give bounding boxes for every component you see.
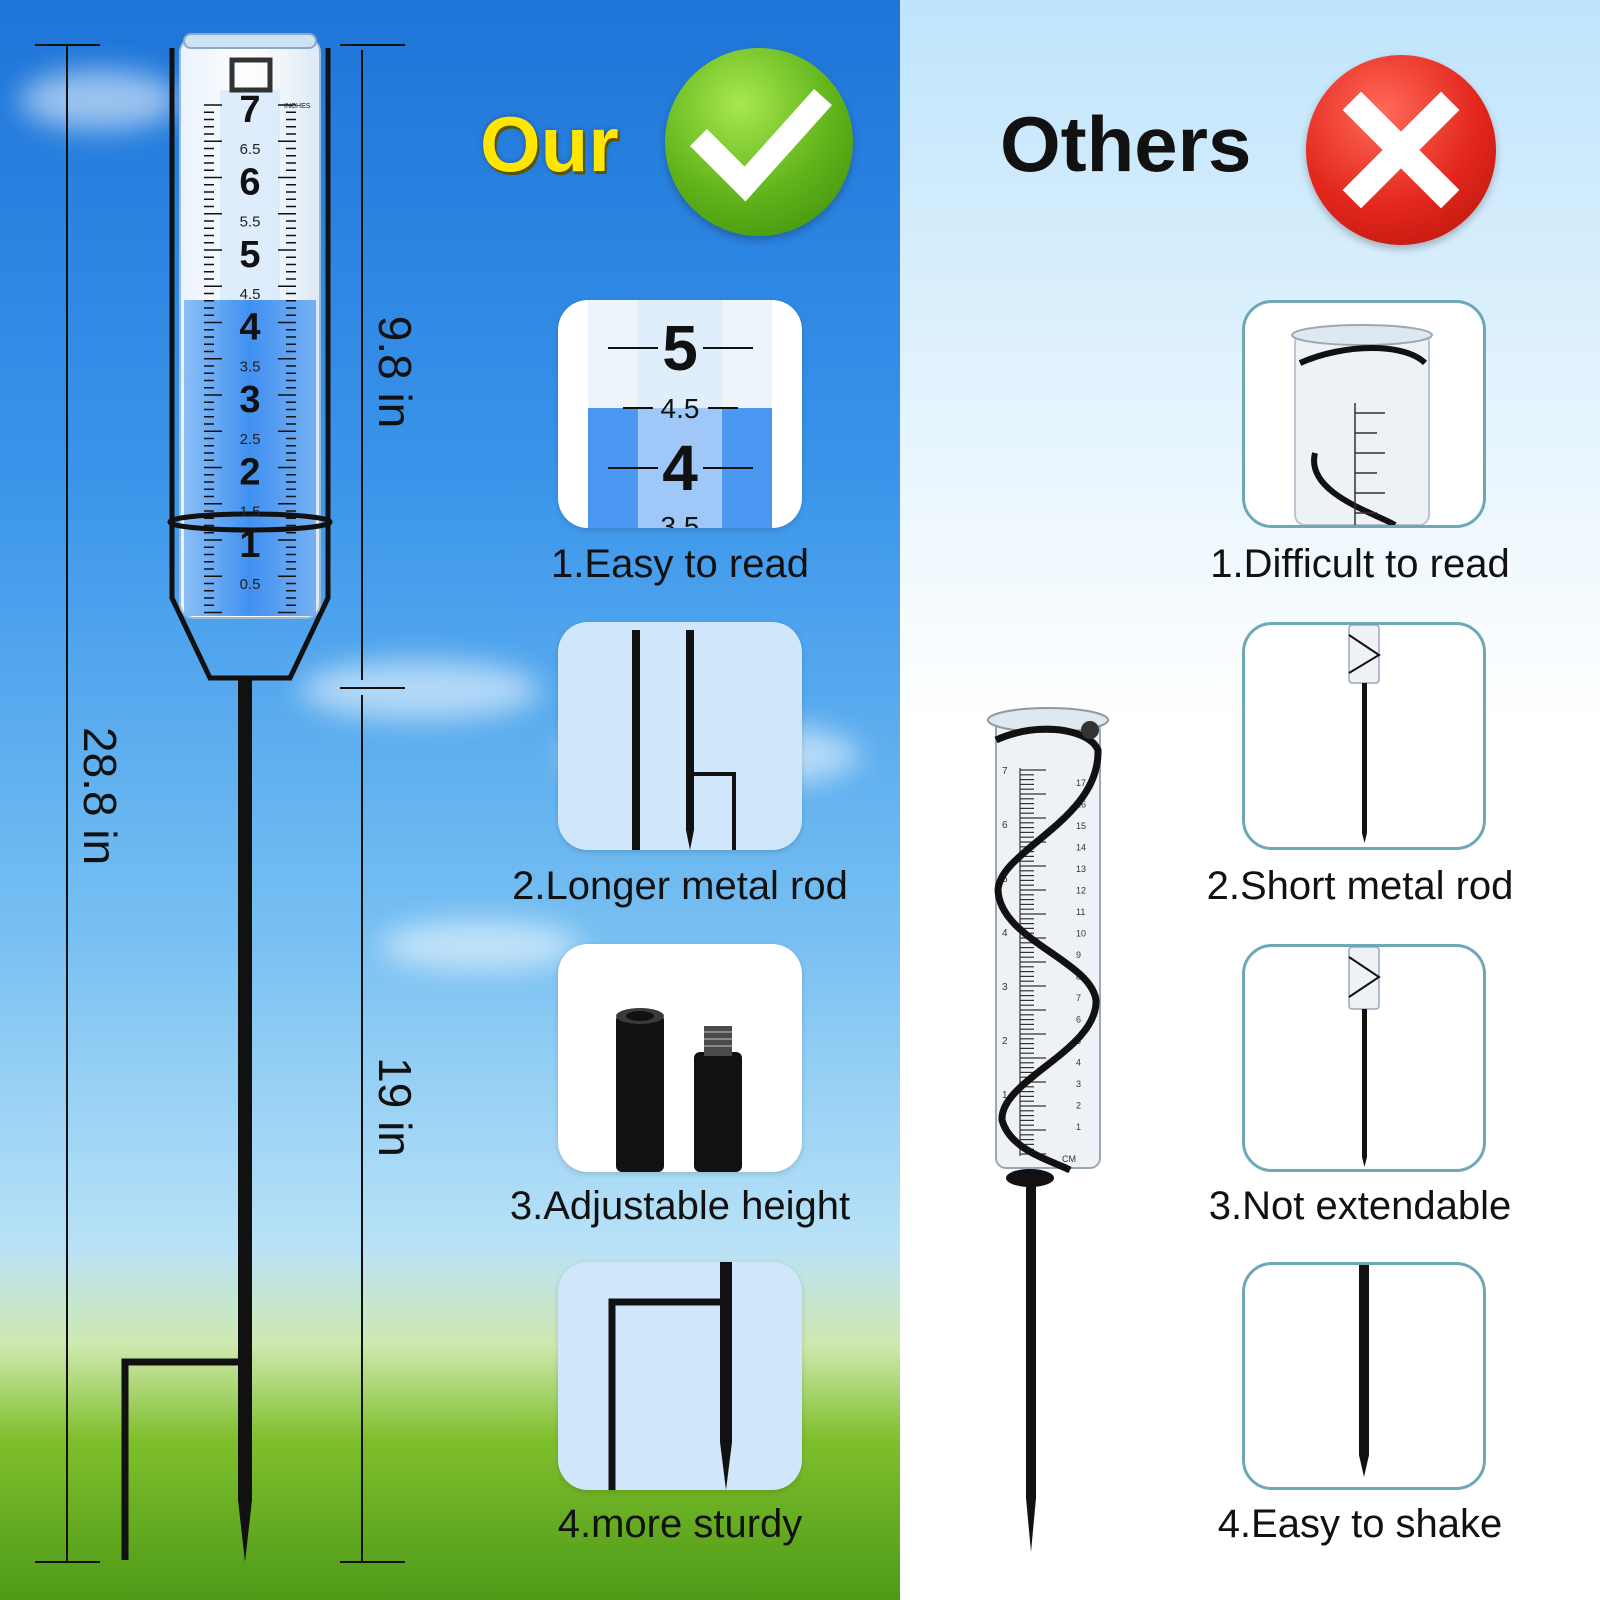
others-cm-label: 3 [1076,1079,1081,1089]
feature-more-sturdy-image [558,1262,802,1490]
feature-caption-4: 4.more sturdy [557,1502,803,1546]
others-inch-label: 3 [1002,982,1008,993]
our-heading: Our [480,100,619,188]
zoom-label-5: 5 [662,312,698,384]
feature-caption-1: 1.Easy to read [551,542,809,586]
feature-longer-rod-image [558,622,802,850]
metal-rod [238,680,252,1500]
gauge-major-label: 4 [239,307,260,349]
rod-spike [238,1500,252,1562]
other-not-extendable-image [1242,944,1486,1172]
others-cm-label: 17 [1076,778,1086,788]
others-cm-label: 13 [1076,864,1086,874]
gauge-unit-label: INCHES [284,103,311,110]
others-cm-label: 4 [1076,1058,1081,1068]
feature-easy-to-read-image: 5 4.5 4 3.5 [558,300,802,528]
others-inch-label: 2 [1002,1036,1008,1047]
gauge-major-label: 1 [239,524,260,566]
gauge-ticks [204,104,296,614]
feature-adjustable-height-image [558,944,802,1172]
check-mark-icon [665,48,853,236]
other-easy-to-shake-image [1242,1262,1486,1490]
feature-caption-3: 3.Adjustable height [509,1184,851,1228]
others-inch-label: 7 [1002,766,1008,777]
cross-mark-icon [1306,55,1496,245]
gauge-minor-label: 5.5 [240,214,261,231]
gauge-minor-label: 3.5 [240,359,261,376]
other-short-rod-image [1242,622,1486,850]
cloud [20,70,180,130]
gauge-minor-label: 6.5 [240,141,261,158]
rod-height-label: 19 in [369,1057,421,1157]
other-caption-3: 3.Not extendable [1208,1184,1512,1228]
cloud [300,660,540,720]
zoom-label-4-5: 4.5 [661,393,700,424]
others-cm-label: 12 [1076,886,1086,896]
water-level [184,300,316,616]
tube-height-label: 9.8 in [369,315,421,429]
zoom-label-4: 4 [662,432,698,504]
gauge-major-label: 5 [239,234,260,276]
others-cm-label: 2 [1076,1101,1081,1111]
gauge-major-label: 6 [239,162,260,204]
others-cm-label: 10 [1076,929,1086,939]
gauge-minor-label: 2.5 [240,431,261,448]
gauge-minor-label: 4.5 [240,286,261,303]
other-caption-2: 2.Short metal rod [1206,864,1514,908]
others-cm-label: 14 [1076,843,1086,853]
others-cm-label: 15 [1076,821,1086,831]
others-cm-unit: CM [1062,1154,1076,1164]
others-inch-label: 5 [1002,874,1008,885]
others-cm-label: 7 [1076,993,1081,1003]
gauge-minor-label: 1.5 [240,504,261,521]
other-difficult-to-read-image [1242,300,1486,528]
stabilizer-foot [121,1358,238,1560]
gauge-major-label: 7 [239,89,260,131]
others-cm-label: 6 [1076,1015,1081,1025]
gauge-major-label: 2 [239,452,260,494]
others-inch-label: 1 [1002,1090,1008,1101]
gauge-minor-label: 0.5 [240,576,261,593]
total-height-label: 28.8 in [74,727,126,866]
others-cm-label: 1 [1076,1122,1081,1132]
gauge-labels: 7 6 5 4 3 2 1 6.5 5.5 4.5 3.5 2.5 1.5 0.5 [239,89,260,593]
others-inch-label: 4 [1002,928,1008,939]
zoom-label-3-5: 3.5 [661,511,700,528]
our-rain-gauge-illustration: 7 6 5 4 3 2 1 6.5 5.5 4.5 3.5 2.5 1.5 0.5 INCHES [35,33,405,1563]
feature-caption-2: 2.Longer metal rod [512,864,848,908]
gauge-major-label: 3 [239,379,260,421]
dimension-lines [35,44,405,1563]
others-inch-label: 6 [1002,820,1008,831]
other-caption-4: 4.Easy to shake [1217,1502,1503,1546]
cloud [380,920,580,970]
others-heading: Others [1000,100,1252,188]
others-cm-label: 9 [1076,950,1081,960]
others-cm-label: 11 [1076,907,1085,917]
other-caption-1: 1.Difficult to read [1210,542,1510,586]
